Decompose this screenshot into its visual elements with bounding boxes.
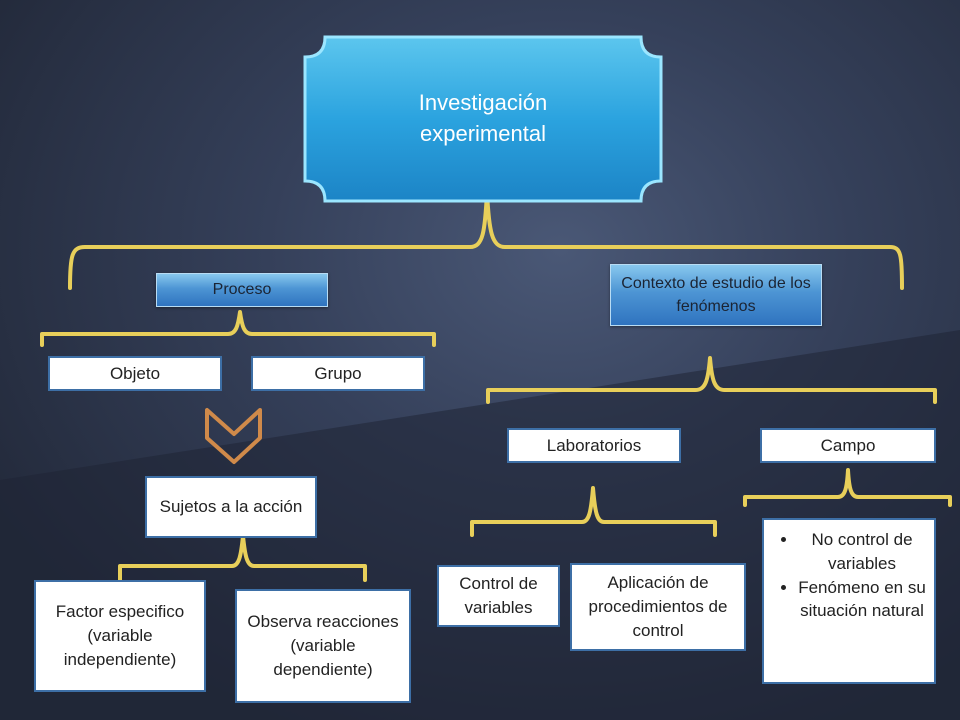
observa-node: Observa reacciones (variable dependiente… (235, 589, 411, 703)
factor-node: Factor especifico (variable independient… (34, 580, 206, 692)
root-node-shape (303, 35, 663, 203)
campo-bullet-list: No control de variables Fenómeno en su s… (764, 520, 934, 623)
proceso-node: Proceso (156, 273, 328, 307)
grupo-node: Grupo (251, 356, 425, 391)
campo-bracket (743, 468, 952, 507)
contexto-bracket (486, 356, 937, 404)
laboratorios-node: Laboratorios (507, 428, 681, 463)
campo-node: Campo (760, 428, 936, 463)
campo-bullets-box: No control de variables Fenómeno en su s… (762, 518, 936, 684)
root-title: Investigación experimental (418, 90, 548, 146)
objeto-node: Objeto (48, 356, 222, 391)
control-node: Control de variables (437, 565, 560, 627)
bullet-item: Fenómeno en su situación natural (798, 576, 926, 624)
bullet-item: No control de variables (798, 528, 926, 576)
aplicacion-node: Aplicación de procedimientos de control (570, 563, 746, 651)
proceso-bracket (40, 310, 436, 347)
sujetos-node: Sujetos a la acción (145, 476, 317, 538)
contexto-node: Contexto de estudio de los fenómenos (610, 264, 822, 326)
laboratorios-bracket (470, 486, 717, 537)
